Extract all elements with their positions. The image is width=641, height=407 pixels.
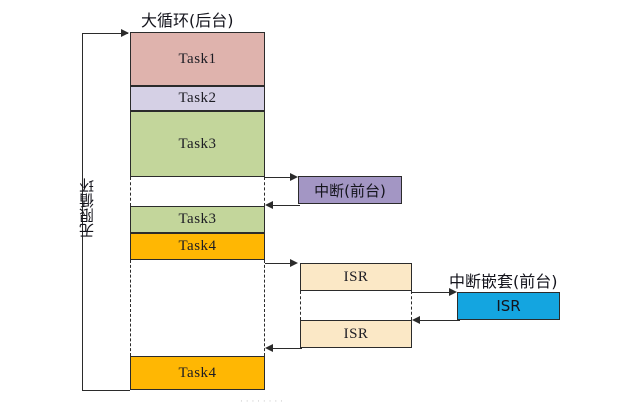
task-box-task4-first[interactable]: Task4	[130, 233, 265, 260]
isr-suspend-gap	[300, 291, 412, 320]
isr-box-upper[interactable]: ISR	[300, 263, 412, 291]
isr-enter-arrow-icon	[290, 258, 298, 267]
interrupt-enter-line	[265, 177, 293, 178]
loop-vertical-segment	[82, 33, 83, 390]
isr-return-line	[268, 348, 302, 349]
isr-box-lower[interactable]: ISR	[300, 320, 412, 348]
isr-enter-line	[265, 263, 293, 264]
nested-enter-line	[412, 292, 452, 293]
isr-return-arrow-icon	[265, 343, 273, 352]
infinite-loop-label: 无限循环	[78, 178, 96, 238]
task-suspend-gap-lower	[130, 260, 265, 356]
task-box-task3-second[interactable]: Task3	[130, 206, 265, 233]
loop-bottom-segment	[82, 390, 130, 391]
footnote-text: · · · · · · · ·	[240, 397, 283, 407]
nested-enter-arrow-icon	[449, 287, 457, 296]
interrupt-enter-arrow-icon	[290, 172, 298, 181]
interrupt-return-arrow-icon	[265, 200, 273, 209]
task-box-task4-second[interactable]: Task4	[130, 356, 265, 390]
task-box-task1[interactable]: Task1	[130, 32, 265, 86]
nested-interrupt-title: 中断嵌套(前台)	[449, 272, 558, 291]
nested-return-line	[415, 320, 460, 321]
task-box-task3-first[interactable]: Task3	[130, 111, 265, 177]
task-box-task2[interactable]: Task2	[130, 86, 265, 111]
loop-arrowhead-icon	[121, 28, 129, 37]
interrupt-return-line	[268, 205, 300, 206]
nested-return-arrow-icon	[412, 315, 420, 324]
nested-isr-box[interactable]: ISR	[457, 292, 560, 320]
loop-top-segment	[82, 33, 128, 34]
interrupt-box[interactable]: 中断(前台)	[298, 176, 402, 204]
background-loop-title: 大循环(后台)	[141, 11, 234, 30]
task-suspend-gap-upper	[130, 177, 265, 206]
